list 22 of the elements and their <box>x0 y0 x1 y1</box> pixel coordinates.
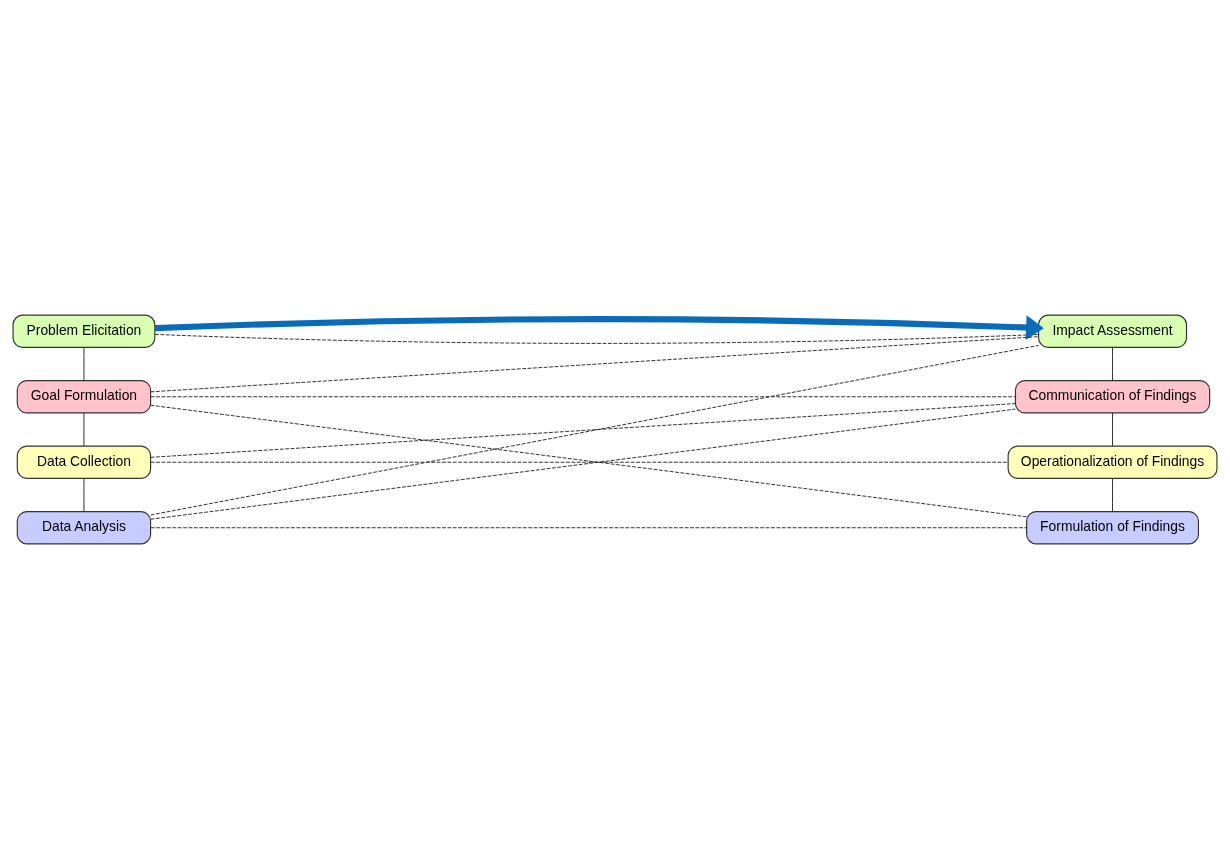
arrow <box>154 314 1044 340</box>
node-box: Impact Assessment <box>1038 314 1188 348</box>
node-box: Data Analysis <box>16 510 152 544</box>
connector <box>150 526 1028 528</box>
node-box: Communication of Findings <box>1014 379 1211 413</box>
connector <box>154 333 1039 344</box>
connector <box>1112 477 1113 512</box>
connector <box>83 346 85 381</box>
connector <box>150 461 1009 463</box>
connector <box>150 344 1040 515</box>
node-box: Problem Elicitation <box>12 314 156 348</box>
connector <box>83 412 85 446</box>
node-box: Formulation of Findings <box>1026 510 1200 544</box>
connector <box>1112 346 1113 381</box>
connector <box>83 477 85 512</box>
connector <box>150 395 1016 397</box>
node-box: Goal Formulation <box>16 379 152 413</box>
connector <box>150 335 1040 392</box>
connector <box>1112 412 1113 446</box>
node-box: Operationalization of Findings <box>1007 445 1218 479</box>
node-box: Data Collection <box>16 445 152 479</box>
connector <box>150 402 1016 458</box>
